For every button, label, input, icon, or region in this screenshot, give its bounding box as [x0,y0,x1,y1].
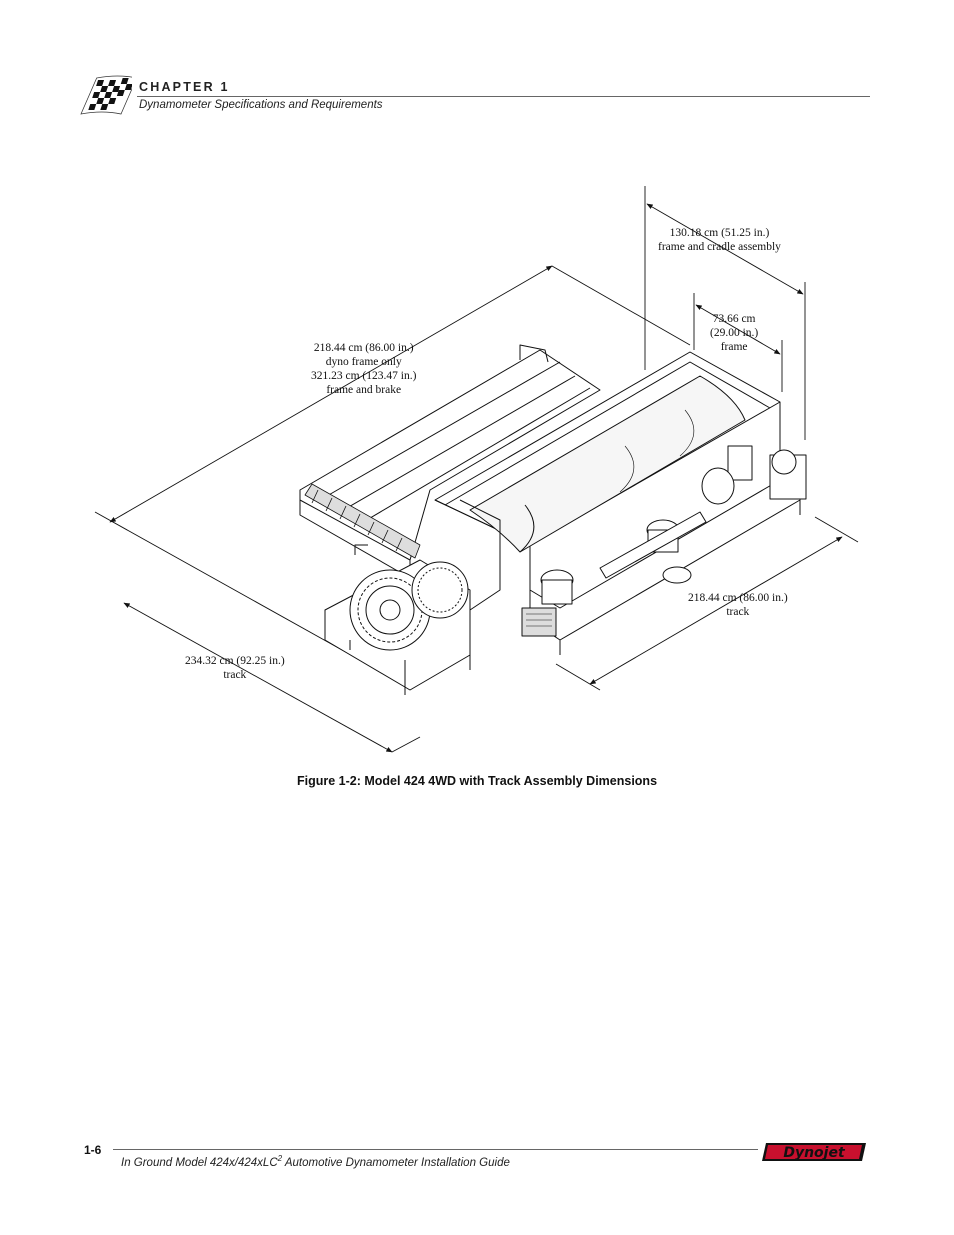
page-number: 1-6 [84,1143,102,1157]
chapter-subtitle: Dynamometer Specifications and Requireme… [139,99,383,111]
label-dyno-brake-desc: frame and brake [326,384,402,396]
label-track-right-desc: track [726,606,750,618]
label-frame-cradle-desc: frame and cradle assembly [658,241,781,253]
footer-title: In Ground Model 424x/424xLC2 Automotive … [121,1154,510,1169]
footer-title-prefix: In Ground Model 424x/424xLC [121,1156,278,1169]
figure-caption: Figure 1-2: Model 424 4WD with Track Ass… [296,774,658,788]
footer-rule [113,1149,758,1150]
dim-dyno-length-ext-top [551,265,691,346]
label-frame-depth-desc: frame [720,341,748,353]
dim-track-left-ext [391,736,421,753]
label-frame-cradle-value: 130.18 cm (51.25 in.) [669,227,770,239]
label-track-left: 234.32 cm (92.25 in.) track [185,654,285,682]
checkered-flag-icon [80,75,132,115]
footer-title-sup: 2 [277,1154,283,1163]
label-track-right-value: 218.44 cm (86.00 in.) [688,592,788,604]
label-track-left-desc: track [223,669,247,681]
label-frame-depth: 73.66 cm (29.00 in.) frame [710,312,758,354]
dim-dyno-length-ext [94,511,361,661]
label-dyno-length-desc: dyno frame only [325,356,402,368]
label-frame-depth-inches: (29.00 in.) [710,327,759,339]
dim-track-right-ext-b [814,516,859,543]
label-track-right: 218.44 cm (86.00 in.) track [688,591,788,619]
header-rule [137,96,870,97]
label-dyno-brake-value: 321.23 cm (123.47 in.) [311,370,417,382]
footer-title-suffix: Automotive Dynamometer Installation Guid… [282,1156,510,1169]
label-frame-depth-value: 73.66 cm [712,313,756,325]
dyno-machine [299,344,807,695]
label-frame-cradle: 130.18 cm (51.25 in.) frame and cradle a… [658,226,781,254]
label-dyno-length: 218.44 cm (86.00 in.) dyno frame only 32… [311,341,416,397]
dim-track-left-line [123,602,393,753]
dim-track-right-line [589,536,843,685]
dim-frame-cradle-line [646,203,804,295]
dim-track-right-ext-a [555,663,601,691]
label-dyno-length-value: 218.44 cm (86.00 in.) [313,342,414,354]
dynojet-logo: Dynojet [762,1143,866,1161]
dim-frame-line [695,304,781,355]
svg-text:Dynojet: Dynojet [783,1145,846,1161]
label-track-left-value: 234.32 cm (92.25 in.) [185,655,285,667]
dim-dyno-length-line [109,265,553,523]
chapter-label: CHAPTER 1 [139,80,230,94]
